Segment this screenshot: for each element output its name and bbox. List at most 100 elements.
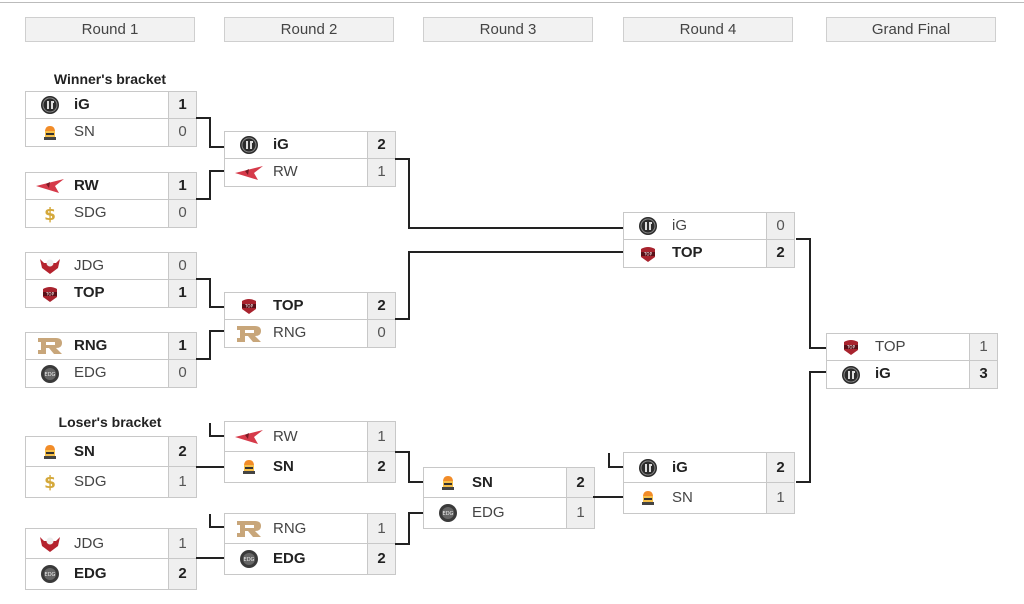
team-score: 1: [168, 280, 196, 307]
team-score: 1: [969, 334, 997, 360]
losers-bracket-label: Loser's bracket: [58, 414, 162, 430]
sn-logo-icon: [26, 437, 74, 466]
ig-logo-icon: [26, 92, 74, 118]
team-name: RW: [74, 177, 99, 194]
team-row[interactable]: RW 1: [225, 422, 395, 452]
team-score: 2: [367, 452, 395, 482]
svg-text:$: $: [44, 205, 56, 224]
team-row[interactable]: iG 2: [225, 132, 395, 159]
round-header-grand-final: Grand Final: [826, 17, 996, 42]
svg-text:TOP: TOP: [643, 251, 653, 256]
team-name: SN: [672, 489, 693, 506]
svg-text:TOP: TOP: [846, 345, 856, 350]
ig-logo-icon: [225, 132, 273, 158]
top-logo-icon: TOP: [624, 240, 672, 267]
team-score: 1: [168, 467, 196, 497]
team-name: SDG: [74, 204, 107, 221]
team-row[interactable]: JDG 1: [26, 529, 196, 559]
team-name: JDG: [74, 535, 104, 552]
team-score: 1: [367, 422, 395, 451]
svg-text:TOP: TOP: [45, 291, 55, 296]
svg-text:EDG: EDG: [443, 511, 454, 517]
team-row[interactable]: TOP TOP 2: [624, 240, 794, 267]
team-name: iG: [273, 136, 289, 153]
team-score: 0: [168, 360, 196, 387]
team-score: 1: [168, 333, 196, 359]
team-name: TOP: [672, 244, 703, 261]
team-score: 1: [566, 498, 594, 528]
team-row[interactable]: SN 2: [225, 452, 395, 482]
team-score: 2: [766, 240, 794, 267]
team-name: SN: [472, 474, 493, 491]
team-name: TOP: [875, 338, 906, 355]
team-name: SN: [273, 458, 294, 475]
team-row[interactable]: RW 1: [26, 173, 196, 200]
team-score: 1: [168, 173, 196, 199]
team-score: 1: [367, 514, 395, 543]
svg-text:TOP: TOP: [244, 304, 254, 309]
round-header-3: Round 3: [423, 17, 593, 42]
rw-logo-icon: [225, 159, 273, 186]
team-score: 2: [168, 559, 196, 589]
team-name: SDG: [74, 473, 107, 490]
team-score: 2: [367, 132, 395, 158]
team-row[interactable]: iG 1: [26, 92, 196, 119]
sn-logo-icon: [624, 483, 672, 513]
round-header-1: Round 1: [25, 17, 195, 42]
team-score: 1: [168, 529, 196, 558]
edg-logo-icon: EDG: [225, 544, 273, 574]
rng-logo-icon: [225, 320, 273, 347]
rw-logo-icon: [26, 173, 74, 199]
team-name: SN: [74, 443, 95, 460]
ig-logo-icon: [827, 361, 875, 388]
team-name: iG: [672, 459, 688, 476]
team-score: 2: [367, 544, 395, 574]
rng-logo-icon: [225, 514, 273, 543]
round-header-4: Round 4: [623, 17, 793, 42]
jdg-logo-icon: [26, 253, 74, 279]
team-name: RW: [273, 428, 298, 445]
team-name: TOP: [74, 284, 105, 301]
team-row[interactable]: TOP TOP 1: [827, 334, 997, 361]
sdg-logo-icon: $: [26, 200, 74, 227]
team-score: 1: [168, 92, 196, 118]
top-logo-icon: TOP: [827, 334, 875, 360]
top-logo-icon: TOP: [26, 280, 74, 307]
team-name: iG: [875, 365, 891, 382]
team-name: iG: [74, 96, 90, 113]
edg-logo-icon: EDG: [26, 559, 74, 589]
sn-logo-icon: [424, 468, 472, 497]
sn-logo-icon: [225, 452, 273, 482]
team-row[interactable]: TOP TOP 1: [26, 280, 196, 307]
team-name: EDG: [74, 364, 107, 381]
ig-logo-icon: [624, 213, 672, 239]
